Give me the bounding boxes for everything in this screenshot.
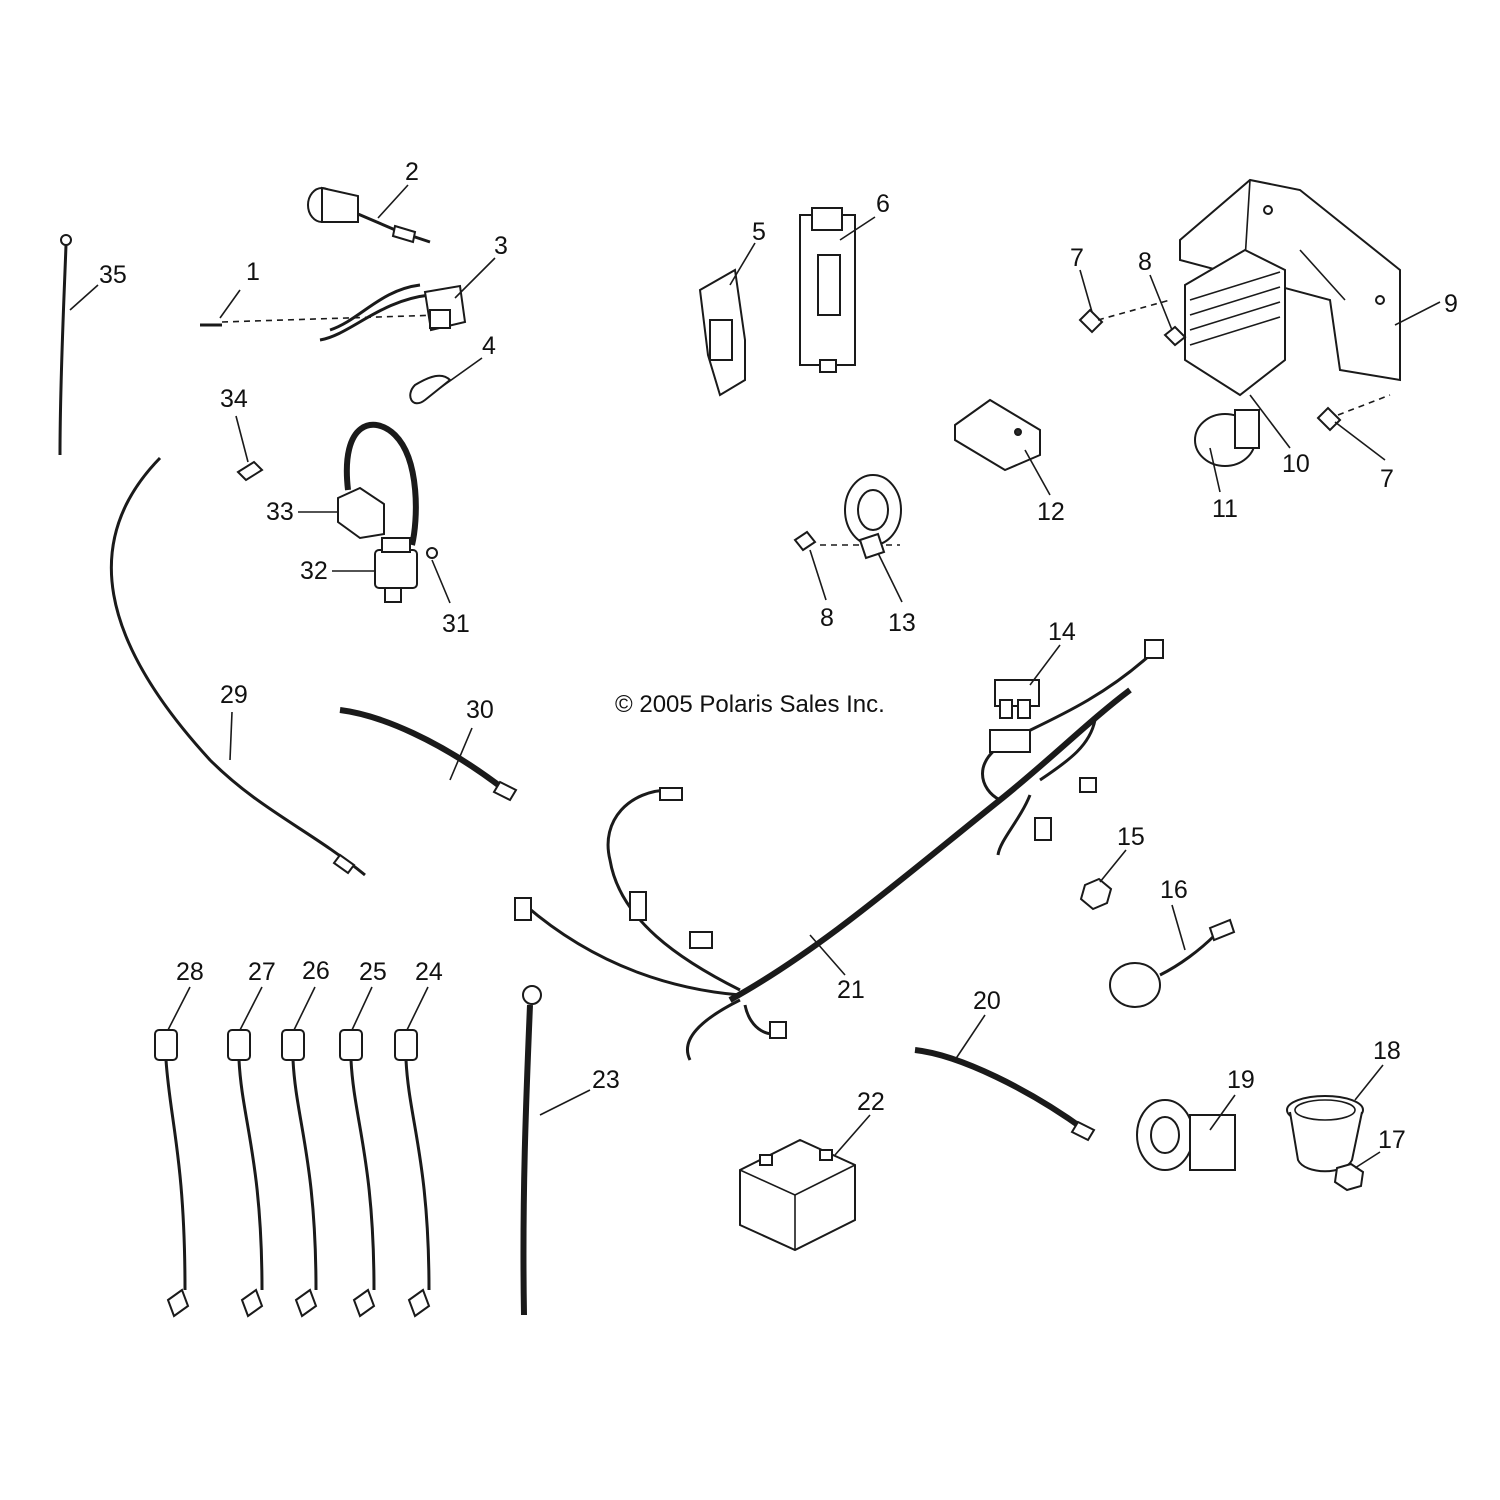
callout-22: 22 <box>857 1088 885 1116</box>
part-7-screw <box>1078 299 1391 432</box>
callout-4: 4 <box>482 332 496 360</box>
part-22-battery <box>739 1138 856 1252</box>
callout-33: 33 <box>266 498 294 526</box>
callout-30: 30 <box>466 696 494 724</box>
part-35-ground-strap <box>58 234 72 456</box>
part-24-bulb-socket <box>394 1029 431 1318</box>
part-21-wiring-harness <box>514 639 1164 1061</box>
callout-23: 23 <box>592 1066 620 1094</box>
copyright-notice: © 2005 Polaris Sales Inc. <box>615 691 885 718</box>
callout-18: 18 <box>1373 1037 1401 1065</box>
part-34-terminal <box>236 460 264 482</box>
part-11-connector <box>1194 409 1260 467</box>
part-3-relay <box>319 283 467 342</box>
callout-17: 17 <box>1378 1126 1406 1154</box>
callout-2: 2 <box>405 158 419 186</box>
part-28-bulb-socket <box>154 1029 190 1318</box>
part-8-screw <box>1163 325 1187 347</box>
part-29-cable <box>109 456 366 877</box>
callout-26: 26 <box>302 957 330 985</box>
part-2-switch <box>307 186 431 244</box>
part-12-pouch <box>954 398 1041 472</box>
callout-35: 35 <box>99 261 127 289</box>
part-6-cdi-box <box>799 207 856 373</box>
leader-lines <box>69 184 1441 1169</box>
callout-5: 5 <box>752 218 766 246</box>
callout-7a: 7 <box>1070 244 1084 272</box>
part-10-regulator <box>1184 248 1346 397</box>
callout-15: 15 <box>1117 823 1145 851</box>
part-27-bulb-socket <box>227 1029 264 1318</box>
callout-25: 25 <box>359 958 387 986</box>
part-1-clip <box>200 314 441 327</box>
callout-19: 19 <box>1227 1066 1255 1094</box>
part-16-socket <box>1109 918 1236 1008</box>
callout-labels: 1 2 3 4 5 6 7 7 8 8 9 10 11 12 13 14 15 … <box>99 158 1458 1154</box>
callout-20: 20 <box>973 987 1001 1015</box>
callout-1: 1 <box>246 258 260 286</box>
part-26-bulb-socket <box>281 1029 318 1318</box>
part-23-ground-strap <box>520 985 542 1316</box>
part-14-fuse <box>994 679 1040 719</box>
part-5-module <box>698 268 746 397</box>
part-13-horn <box>793 474 902 560</box>
callout-6: 6 <box>876 190 890 218</box>
callout-11: 11 <box>1212 495 1238 523</box>
callout-8b: 8 <box>820 604 834 632</box>
callout-10: 10 <box>1282 450 1310 478</box>
callout-27: 27 <box>248 958 276 986</box>
part-19-socket <box>1136 1099 1236 1171</box>
callout-28: 28 <box>176 958 204 986</box>
callout-32: 32 <box>300 557 328 585</box>
callout-3: 3 <box>494 232 508 260</box>
callout-24: 24 <box>415 958 443 986</box>
callout-14: 14 <box>1048 618 1076 646</box>
part-30-lead <box>339 707 518 802</box>
callout-21: 21 <box>837 976 865 1004</box>
callout-9: 9 <box>1444 290 1458 318</box>
callout-12: 12 <box>1037 498 1065 526</box>
part-32-ignition-coil <box>337 421 438 603</box>
callout-34: 34 <box>220 385 248 413</box>
callout-8a: 8 <box>1138 248 1152 276</box>
callout-31: 31 <box>442 610 470 638</box>
part-18-gauge <box>1286 1095 1364 1173</box>
part-20-lead <box>914 1047 1096 1142</box>
callout-7b: 7 <box>1380 465 1394 493</box>
callout-13: 13 <box>888 609 916 637</box>
part-17-nut <box>1333 1162 1365 1192</box>
callout-16: 16 <box>1160 876 1188 904</box>
part-15-nut <box>1079 877 1113 911</box>
part-25-bulb-socket <box>339 1029 376 1318</box>
part-4-bulb <box>409 374 452 405</box>
callout-29: 29 <box>220 681 248 709</box>
